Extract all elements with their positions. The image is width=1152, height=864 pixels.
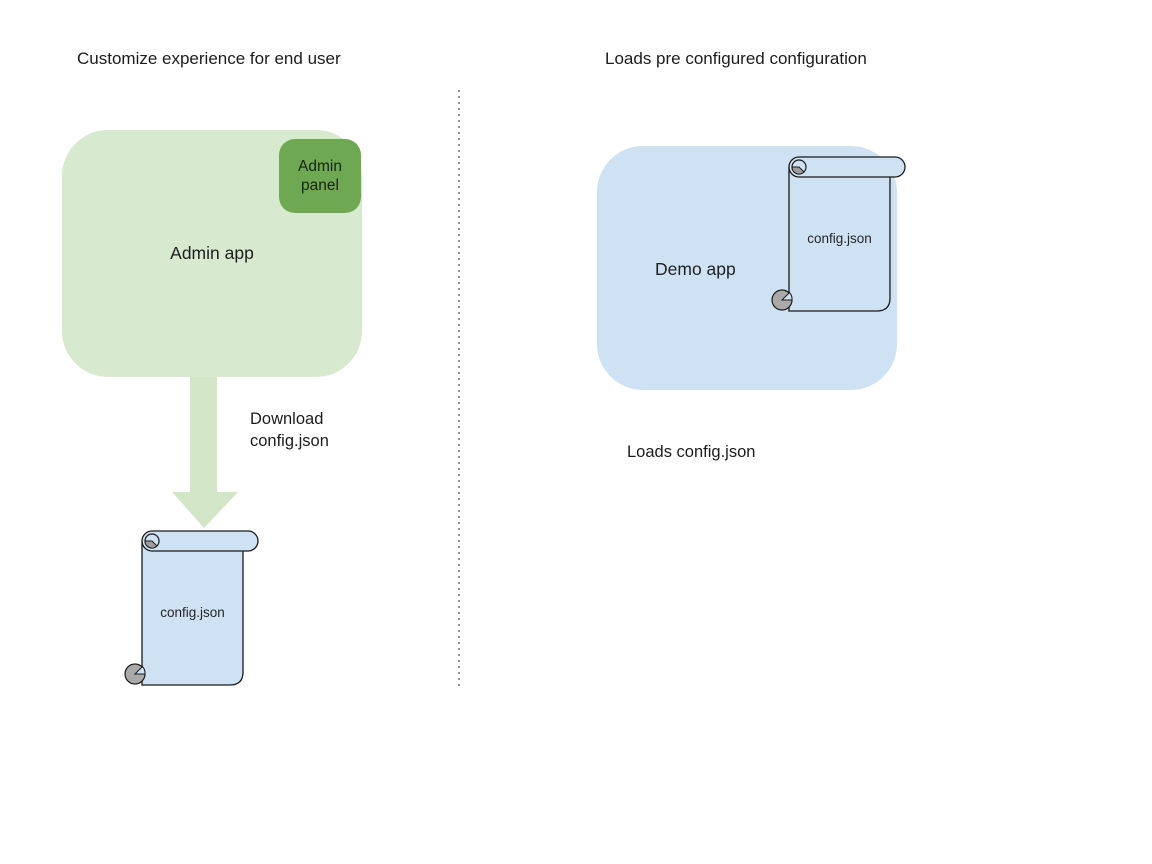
scroll-shape-icon	[124, 530, 259, 686]
download-arrow-icon	[170, 377, 240, 529]
scroll-shape-icon	[771, 156, 906, 312]
config-file-scroll-right: config.json	[765, 148, 913, 316]
admin-app-box: Admin app Admin panel	[62, 130, 362, 377]
download-caption: Download config.json	[250, 410, 329, 450]
admin-app-label: Admin app	[170, 243, 254, 263]
section-divider	[458, 90, 460, 686]
admin-panel-box: Admin panel	[279, 139, 361, 213]
config-file-label-right: config.json	[807, 231, 872, 246]
left-section-title: Customize experience for end user	[77, 49, 341, 68]
demo-app-label: Demo app	[655, 259, 736, 279]
admin-panel-label: Admin panel	[298, 158, 342, 194]
right-section-title: Loads pre configured configuration	[605, 49, 867, 68]
config-file-scroll-left: config.json	[118, 522, 266, 690]
loads-config-caption: Loads config.json	[627, 443, 756, 461]
down-arrow-shape	[172, 377, 238, 528]
config-file-label-left: config.json	[160, 605, 225, 620]
